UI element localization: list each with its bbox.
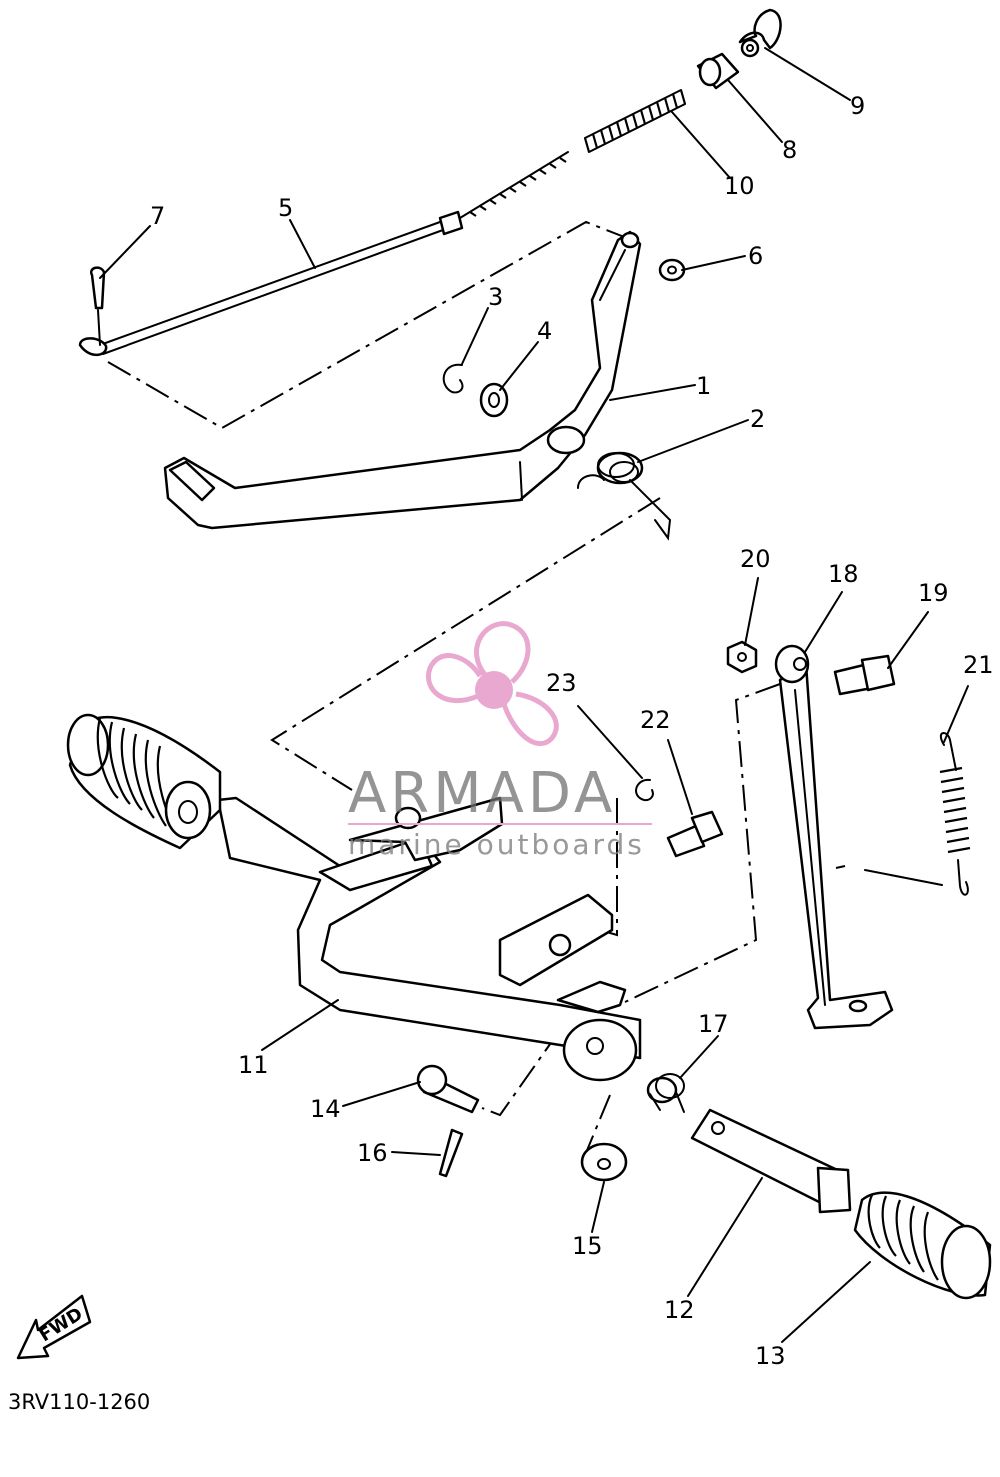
clip: [442, 363, 464, 394]
callout-labels: 1 2 3 4 5 6 7 8 9 10 11 12 13 14 15 16 1…: [150, 92, 994, 1370]
fwd-arrow: FWD: [16, 1294, 92, 1360]
cotter-pin: [89, 266, 106, 346]
callout-18: 18: [828, 560, 859, 588]
callout-13: 13: [755, 1342, 786, 1370]
brake-pedal: [163, 230, 642, 530]
logo-blade: [426, 653, 483, 704]
brake-rod: [78, 151, 569, 357]
footrest-right: [690, 1108, 852, 1214]
callout-5: 5: [278, 194, 293, 222]
footrest-bar: [216, 796, 642, 1082]
callout-8: 8: [782, 136, 797, 164]
fwd-label: FWD: [36, 1303, 87, 1346]
callout-17: 17: [698, 1010, 729, 1038]
torsion-spring: [646, 1073, 685, 1113]
watermark-tagline: marine outboards: [348, 828, 645, 861]
callout-22: 22: [640, 706, 671, 734]
hex-nut: [726, 640, 758, 674]
leader-lines: [99, 47, 969, 1343]
callout-9: 9: [850, 92, 865, 120]
callout-10: 10: [724, 172, 755, 200]
callout-19: 19: [918, 579, 949, 607]
callout-2: 2: [750, 405, 765, 433]
pivot-pin: [416, 1064, 480, 1114]
diagram-code: 3RV110-1260: [8, 1390, 150, 1414]
washer-small: [658, 258, 686, 282]
footrest-rubber-right: [853, 1191, 992, 1300]
rod-joint: [696, 52, 740, 90]
wing-nut: [738, 8, 782, 58]
callout-4: 4: [537, 317, 552, 345]
plain-washer: [580, 1142, 628, 1182]
logo-blade: [474, 621, 531, 684]
logo-blade: [501, 691, 559, 746]
callout-15: 15: [572, 1232, 603, 1260]
callout-14: 14: [310, 1095, 341, 1123]
washer: [479, 382, 509, 418]
callout-11: 11: [238, 1051, 269, 1079]
stand-spring: [939, 732, 971, 896]
footrest-rubber-left: [66, 713, 222, 850]
watermark-brand: ARMADA: [348, 761, 616, 826]
callout-12: 12: [664, 1296, 695, 1324]
logo-hub: [475, 671, 513, 709]
cotter-pin-small: [438, 1128, 464, 1178]
pivot-bolt: [833, 654, 896, 696]
propeller-logo-icon: [426, 621, 559, 746]
callout-20: 20: [740, 545, 771, 573]
callout-16: 16: [357, 1139, 388, 1167]
mounting-bolt: [666, 810, 724, 858]
callout-6: 6: [748, 242, 763, 270]
callout-21: 21: [963, 651, 994, 679]
callout-23: 23: [546, 669, 577, 697]
rod-spring: [583, 89, 687, 153]
circlip: [635, 778, 654, 802]
callout-3: 3: [488, 283, 503, 311]
side-stand: [774, 644, 894, 1030]
watermark: ARMADA marine outboards: [348, 621, 652, 861]
callout-1: 1: [696, 372, 711, 400]
return-spring: [577, 451, 672, 541]
callout-7: 7: [150, 202, 165, 230]
